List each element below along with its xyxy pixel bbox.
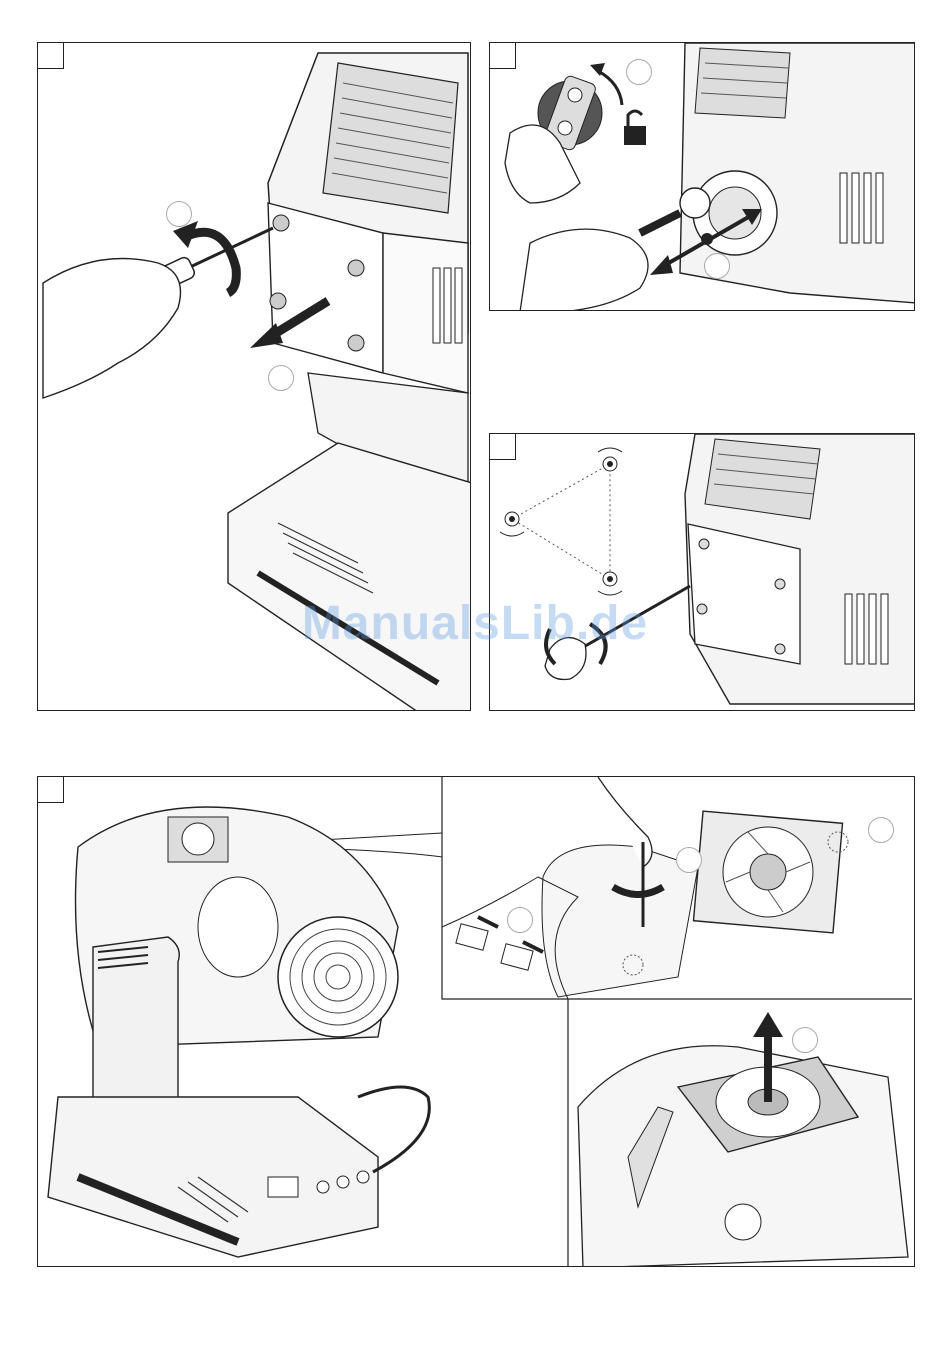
adjustment-illustration — [490, 434, 915, 711]
step-2-panel — [489, 42, 915, 311]
lens-removal-illustration — [490, 43, 915, 311]
step-1-panel — [37, 42, 471, 711]
callout-circle — [676, 847, 702, 873]
step-3-panel — [489, 433, 915, 711]
fan-replacement-illustration — [38, 777, 915, 1267]
step-4-panel — [37, 776, 915, 1267]
callout-circle — [166, 201, 192, 227]
callout-circle — [792, 1027, 818, 1053]
callout-circle — [626, 59, 652, 85]
callout-circle — [704, 253, 730, 279]
callout-circle — [507, 907, 533, 933]
fixture-head-illustration — [38, 43, 471, 711]
step-number-box — [490, 434, 516, 460]
callout-circle — [268, 365, 294, 391]
callout-circle — [868, 817, 894, 843]
